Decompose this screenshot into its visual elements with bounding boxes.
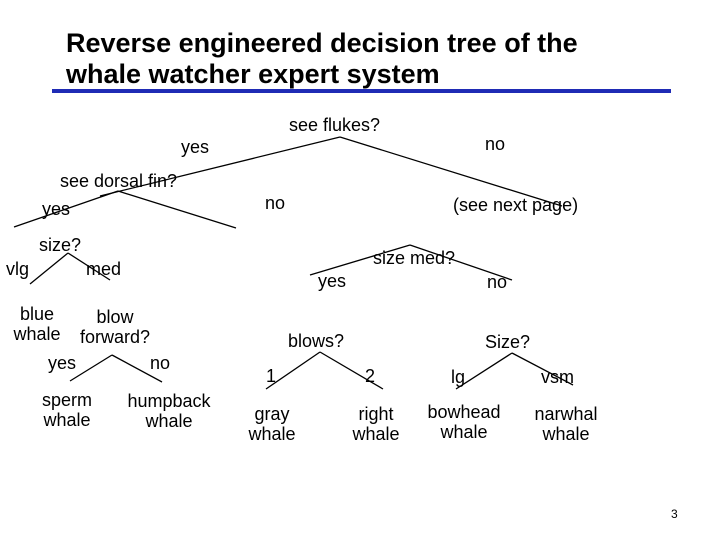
node-see-next-page: (see next page) <box>453 195 579 215</box>
edge-blow-yes <box>69 354 113 382</box>
edge-label-blows-2: 2 <box>365 366 376 386</box>
leaf-bowhead-whale-line-1: bowhead <box>427 402 501 422</box>
node-blows: blows? <box>288 331 345 351</box>
node-size: size? <box>39 235 82 255</box>
edge-label-blow-no: no <box>150 353 171 373</box>
title-line-1: Reverse engineered decision tree of the <box>66 28 578 58</box>
leaf-blue-whale-line-2: whale <box>13 324 61 344</box>
node-blow-forward: blow forward? <box>70 307 160 347</box>
edge-size-lg <box>455 352 513 390</box>
edge-size-vlg <box>29 252 69 285</box>
edge-label-size-lg: lg <box>451 367 466 387</box>
leaf-bowhead-whale-line-2: whale <box>440 422 488 442</box>
leaf-gray-whale-line-2: whale <box>248 424 296 444</box>
edge-label-size-vsm: vsm <box>541 367 574 387</box>
leaf-narwhal-whale: narwhal whale <box>524 404 608 444</box>
edge-label-dorsal-yes: yes <box>42 199 71 219</box>
node-see-dorsal-fin: see dorsal fin? <box>60 171 178 191</box>
page-title: Reverse engineered decision tree of the … <box>66 28 578 90</box>
node-blow-forward-line-1: blow <box>96 307 134 327</box>
edge-root-no <box>339 136 563 207</box>
edge-label-size-med: med <box>86 259 122 279</box>
edge-label-root-yes: yes <box>181 137 210 157</box>
edge-label-blow-yes: yes <box>48 353 77 373</box>
leaf-humpback-whale: humpback whale <box>112 391 226 431</box>
leaf-sperm-whale-line-1: sperm <box>41 390 92 410</box>
edge-size-med <box>67 252 111 281</box>
leaf-right-whale-line-1: right <box>358 404 394 424</box>
title-underline <box>52 89 671 93</box>
leaf-blue-whale-line-1: blue <box>19 304 55 324</box>
page-number: 3 <box>671 507 678 521</box>
edge-root-yes <box>99 136 341 197</box>
leaf-bowhead-whale: bowhead whale <box>416 402 512 442</box>
edge-label-dorsal-no: no <box>265 193 286 213</box>
title-line-2: whale watcher expert system <box>66 59 440 89</box>
node-size-question: Size? <box>485 332 531 352</box>
leaf-humpback-whale-line-1: humpback <box>127 391 211 411</box>
edge-label-size-med-yes: yes <box>318 271 347 291</box>
leaf-right-whale-line-2: whale <box>352 424 400 444</box>
leaf-right-whale: right whale <box>340 404 412 444</box>
edge-dorsal-no <box>117 190 237 229</box>
edge-blows-2 <box>319 351 384 390</box>
leaf-humpback-whale-line-2: whale <box>145 411 193 431</box>
edge-next-no <box>409 244 513 281</box>
edge-label-root-no: no <box>485 134 506 154</box>
node-blow-forward-line-2: forward? <box>79 327 151 347</box>
edge-blows-1 <box>265 351 321 390</box>
edge-label-size-vlg: vlg <box>6 259 30 279</box>
edge-size-vsm <box>511 352 574 386</box>
leaf-narwhal-whale-line-2: whale <box>542 424 590 444</box>
edge-label-size-med-no: no <box>487 272 508 292</box>
node-see-flukes: see flukes? <box>289 115 381 135</box>
leaf-gray-whale: gray whale <box>238 404 306 444</box>
edge-dorsal-yes <box>13 190 119 228</box>
leaf-gray-whale-line-1: gray <box>254 404 290 424</box>
leaf-blue-whale: blue whale <box>8 304 66 344</box>
leaf-sperm-whale: sperm whale <box>26 390 108 430</box>
leaf-sperm-whale-line-2: whale <box>43 410 91 430</box>
leaf-narwhal-whale-line-1: narwhal <box>534 404 598 424</box>
edge-label-blows-1: 1 <box>266 366 277 386</box>
edge-blow-no <box>111 354 163 383</box>
edge-next-yes <box>309 244 411 276</box>
node-size-med: size med? <box>373 248 456 268</box>
